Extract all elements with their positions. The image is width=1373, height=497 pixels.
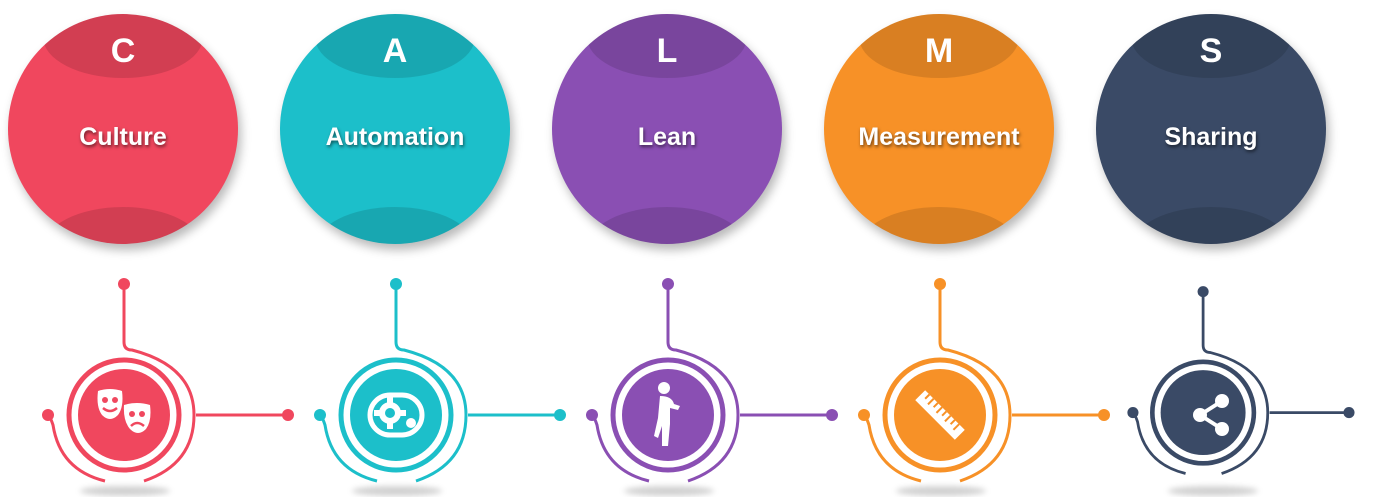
person-lean-icon [654, 382, 680, 446]
pillar-measurement: M Measurement [824, 0, 1110, 497]
automation-label: Automation [325, 123, 465, 151]
pillar-lean: L Lean [552, 0, 838, 497]
sharing-circle: S Sharing [1096, 14, 1326, 244]
pillar-automation: A Automation [280, 0, 566, 497]
ruler-icon [915, 390, 965, 440]
gear-conveyor-icon [367, 392, 425, 438]
lean-connector [586, 278, 838, 483]
culture-circle: C Culture [8, 14, 238, 244]
share-icon [1193, 394, 1229, 436]
pillar-sharing: S Sharing [1096, 0, 1355, 497]
pillar-culture: C Culture [8, 0, 294, 497]
lean-letter: L [656, 32, 678, 70]
measurement-letter: M [924, 32, 954, 70]
automation-connector [314, 278, 566, 483]
sharing-letter: S [1199, 32, 1223, 70]
theater-masks-icon [97, 389, 151, 433]
measurement-label: Measurement [858, 123, 1020, 151]
automation-letter: A [382, 32, 408, 70]
sharing-label: Sharing [1164, 123, 1258, 151]
culture-letter: C [110, 32, 136, 70]
lean-circle: L Lean [552, 14, 782, 244]
culture-label: Culture [79, 123, 167, 151]
sharing-connector [1127, 286, 1355, 475]
measurement-connector [858, 278, 1110, 483]
measurement-circle: M Measurement [824, 14, 1054, 244]
culture-connector [42, 278, 294, 483]
lean-label: Lean [637, 123, 697, 151]
automation-circle: A Automation [280, 14, 510, 244]
